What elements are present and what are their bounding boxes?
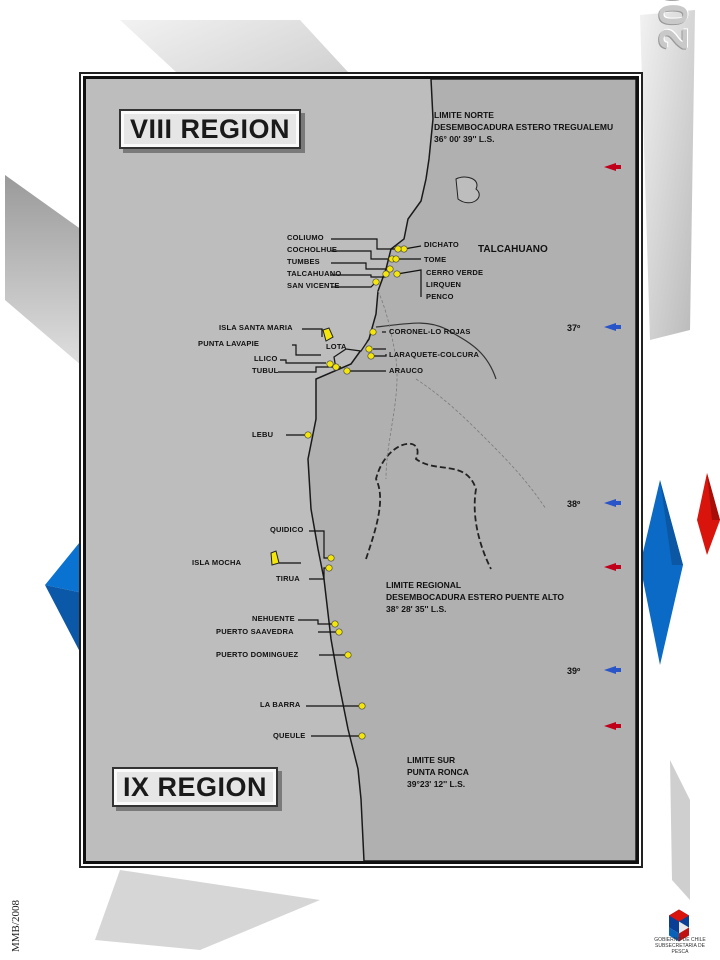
limit-south-info: LIMITE SUR PUNTA RONCA 39°23' 12'' L.S. bbox=[407, 754, 469, 790]
port-marker bbox=[358, 702, 366, 710]
island-santa-maria bbox=[322, 327, 334, 342]
logo-caption: GOBIERNO DE CHILE SUBSECRETARIA DE PESCA bbox=[648, 937, 712, 955]
label-coliumo: COLIUMO bbox=[287, 233, 324, 242]
latitude-38: 38º bbox=[567, 499, 581, 509]
port-marker bbox=[372, 278, 380, 286]
port-marker bbox=[344, 651, 352, 659]
label-arauco: ARAUCO bbox=[389, 366, 424, 375]
region-viii-title: VIII REGION bbox=[119, 109, 302, 149]
author-credit: MMB/2008 bbox=[10, 900, 22, 952]
label-llico: LLICO bbox=[254, 354, 278, 363]
logo-caption-line: SUBSECRETARIA DE PESCA bbox=[655, 943, 705, 955]
label-lebu: LEBU bbox=[252, 430, 274, 439]
label-coronel-lo-rojas: CORONEL-LO ROJAS bbox=[389, 327, 471, 336]
limit-regional-line: LIMITE REGIONAL bbox=[386, 580, 462, 590]
port-marker bbox=[392, 255, 400, 263]
limit-arrow-north bbox=[604, 163, 621, 171]
label-tome: TOME bbox=[424, 255, 447, 264]
port-marker bbox=[335, 628, 343, 636]
lat-arrow-38 bbox=[604, 499, 621, 507]
island-mocha bbox=[270, 550, 280, 566]
limit-north-line: 36° 00' 39'' L.S. bbox=[434, 134, 495, 144]
limit-south-line: LIMITE SUR bbox=[407, 755, 456, 765]
red-diamond-shape bbox=[697, 473, 720, 555]
limit-arrow-regional bbox=[604, 563, 621, 571]
latitude-37: 37º bbox=[567, 323, 581, 333]
port-marker bbox=[369, 328, 377, 336]
limit-regional-line: 38° 28' 35'' L.S. bbox=[386, 604, 447, 614]
label-isla-mocha: ISLA MOCHA bbox=[192, 558, 242, 567]
label-cocholhue: COCHOLHUE bbox=[287, 245, 338, 254]
port-marker bbox=[331, 620, 339, 628]
limit-arrow-south bbox=[604, 722, 621, 730]
city-talcahuano: TALCAHUANO bbox=[478, 244, 548, 255]
label-tubul: TUBUL bbox=[252, 366, 279, 375]
limit-regional-info: LIMITE REGIONAL DESEMBOCADURA ESTERO PUE… bbox=[386, 579, 564, 615]
limit-north-info: LIMITE NORTE DESEMBOCADURA ESTERO TREGUA… bbox=[434, 109, 613, 145]
label-puerto-saavedra: PUERTO SAAVEDRA bbox=[216, 627, 294, 636]
inland-lake bbox=[455, 176, 480, 204]
government-logo-icon bbox=[669, 909, 689, 942]
year-watermark: 2007 bbox=[652, 0, 696, 50]
label-punta-lavapie: PUNTA LAVAPIE bbox=[198, 339, 260, 348]
grey-pillar-shape bbox=[640, 10, 695, 340]
label-penco: PENCO bbox=[426, 292, 454, 301]
port-marker bbox=[382, 270, 390, 278]
port-marker bbox=[393, 270, 401, 278]
port-marker bbox=[367, 352, 375, 360]
river-line bbox=[375, 322, 497, 380]
label-laraquete-colcura: LARAQUETE-COLCURA bbox=[389, 350, 480, 359]
label-tirua: TIRUA bbox=[276, 574, 300, 583]
blue-diamond-shape bbox=[640, 480, 683, 665]
label-cerro-verde: CERRO VERDE bbox=[426, 268, 484, 277]
coast-map bbox=[270, 79, 636, 861]
regional-border bbox=[365, 442, 492, 570]
right-leader-lines bbox=[347, 245, 422, 372]
limit-regional-line: DESEMBOCADURA ESTERO PUENTE ALTO bbox=[386, 592, 565, 602]
port-marker bbox=[386, 265, 394, 273]
label-san-vicente: SAN VICENTE bbox=[287, 281, 340, 290]
latitude-39: 39º bbox=[567, 666, 581, 676]
latitude-arrows bbox=[604, 163, 621, 730]
port-marker bbox=[365, 345, 373, 353]
label-la-barra: LA BARRA bbox=[260, 700, 301, 709]
port-marker bbox=[326, 360, 334, 368]
port-marker bbox=[327, 554, 335, 562]
road-line bbox=[377, 290, 398, 480]
port-marker bbox=[394, 245, 402, 253]
limit-south-line: PUNTA RONCA bbox=[407, 767, 469, 777]
arauco-bay bbox=[333, 338, 370, 370]
label-isla-santa-maria: ISLA SANTA MARIA bbox=[219, 323, 293, 332]
port-marker bbox=[358, 732, 366, 740]
label-quidico: QUIDICO bbox=[270, 525, 304, 534]
lat-arrow-39 bbox=[604, 666, 621, 674]
limit-north-line: DESEMBOCADURA ESTERO TREGUALEMU bbox=[434, 122, 614, 132]
label-puerto-dominguez: PUERTO DOMINGUEZ bbox=[216, 650, 299, 659]
label-dichato: DICHATO bbox=[424, 240, 459, 249]
logo-caption-line: GOBIERNO DE CHILE bbox=[654, 937, 706, 943]
port-marker bbox=[332, 363, 340, 371]
label-tumbes: TUMBES bbox=[287, 257, 320, 266]
grey-fragment-shape bbox=[670, 760, 690, 900]
lat-arrow-37 bbox=[604, 323, 621, 331]
port-marker bbox=[400, 245, 408, 253]
red-diamond-shape bbox=[707, 473, 720, 520]
port-marker bbox=[325, 564, 333, 572]
blue-diamond-shape bbox=[660, 480, 683, 565]
limit-north-line: LIMITE NORTE bbox=[434, 110, 494, 120]
grey-fragment-shape bbox=[95, 870, 320, 950]
label-nehuente: NEHUENTE bbox=[252, 614, 295, 623]
port-marker bbox=[304, 431, 312, 439]
label-lota: LOTA bbox=[326, 342, 347, 351]
port-markers bbox=[304, 245, 408, 740]
limit-south-line: 39°23' 12'' L.S. bbox=[407, 779, 466, 789]
port-marker bbox=[343, 367, 351, 375]
label-talcahuano: TALCAHUANO bbox=[287, 269, 342, 278]
label-lirquen: LIRQUEN bbox=[426, 280, 462, 289]
region-ix-title: IX REGION bbox=[112, 767, 279, 807]
map-frame: VIII REGION IX REGION LIMITE NORTE DESEM… bbox=[83, 76, 639, 864]
road-line bbox=[415, 378, 547, 510]
label-queule: QUEULE bbox=[273, 731, 306, 740]
